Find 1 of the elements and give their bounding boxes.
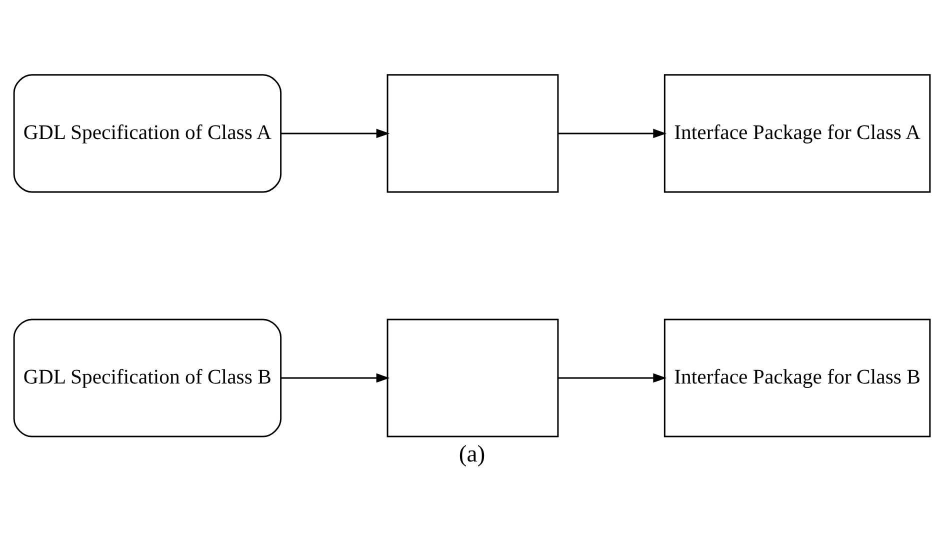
caption: (a)	[458, 441, 486, 468]
